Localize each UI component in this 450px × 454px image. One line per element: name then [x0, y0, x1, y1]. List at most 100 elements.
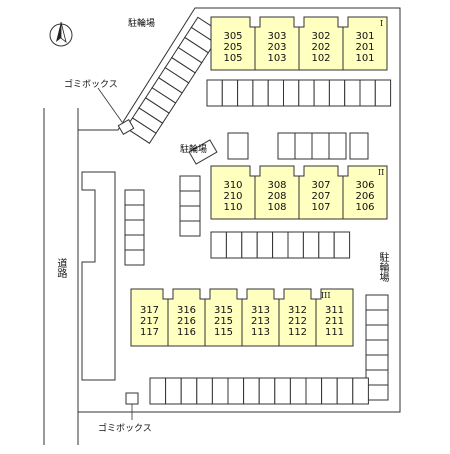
parking-space [302, 231, 320, 259]
parking-space [333, 231, 351, 259]
parking-space [210, 231, 227, 259]
road [43, 108, 79, 445]
parking-space [344, 79, 361, 107]
parking-space [241, 231, 258, 259]
parking-space [225, 231, 243, 259]
unit-number: 215 [213, 316, 234, 327]
unit-number: 312 [287, 305, 308, 316]
parking-space [149, 377, 167, 405]
unit-number: 115 [213, 327, 234, 338]
parking-space [227, 132, 249, 160]
unit-number: 202 [311, 42, 331, 53]
parking-space [336, 377, 354, 405]
parking-space [227, 377, 245, 405]
unit-number: 116 [176, 327, 197, 338]
unit-number: 103 [267, 53, 287, 64]
unit-number: 307 [311, 180, 331, 191]
parking-space [365, 384, 389, 401]
garbage-box-top-marker [117, 118, 135, 136]
unit-number: 212 [287, 316, 308, 327]
parking-space [283, 79, 300, 107]
unit-number: 111 [324, 327, 345, 338]
parking-space [196, 377, 213, 405]
garbage-box-bottom-label: ゴミボックス [98, 424, 152, 434]
unit-number: 303 [267, 31, 287, 42]
fence-block [81, 171, 116, 381]
unit-number: 216 [176, 316, 197, 327]
parking-space [287, 231, 304, 259]
bicycle-parking-right-label: 駐輪場 [377, 252, 388, 282]
unit-number: 205 [223, 42, 243, 53]
parking-space [349, 132, 369, 160]
parking-spaces [124, 79, 392, 405]
parking-space [311, 132, 330, 160]
parking-space [298, 79, 315, 107]
unit-number: 217 [139, 316, 160, 327]
unit-number: 113 [250, 327, 271, 338]
building-number: I [380, 19, 384, 28]
unit-number: 201 [355, 42, 375, 53]
parking-space [289, 377, 307, 405]
parking-space [374, 79, 392, 107]
parking-space [258, 377, 276, 405]
parking-space [365, 324, 389, 341]
parking-space [352, 377, 369, 405]
parking-space [179, 220, 201, 237]
parking-space [365, 369, 389, 386]
road-label: 道路 [55, 258, 66, 278]
unit-number: 112 [287, 327, 308, 338]
building-number: III [321, 291, 331, 300]
unit-number: 117 [139, 327, 160, 338]
unit-number: 306 [355, 180, 375, 191]
parking-space [359, 79, 376, 107]
north-arrow-icon [49, 21, 73, 47]
unit-number: 315 [213, 305, 234, 316]
parking-space [179, 175, 201, 192]
unit-number: 101 [355, 53, 375, 64]
parking-space [365, 339, 389, 356]
unit-number: 310 [223, 180, 243, 191]
parking-space [272, 231, 289, 259]
garbage-box-top-leader [97, 87, 123, 123]
garbage-box-bottom-marker [125, 392, 139, 405]
parking-space [305, 377, 323, 405]
unit-number: 316 [176, 305, 197, 316]
unit-number: 308 [267, 180, 287, 191]
parking-space [124, 249, 145, 266]
unit-number: 206 [355, 191, 375, 202]
parking-space [365, 294, 389, 311]
parking-space [252, 79, 269, 107]
unit-number: 302 [311, 31, 331, 42]
unit-number: 106 [355, 202, 375, 213]
parking-space [294, 132, 313, 160]
parking-space [206, 79, 223, 107]
unit-number: 107 [311, 202, 331, 213]
unit-number: 102 [311, 53, 331, 64]
parking-space [328, 132, 347, 160]
bicycle-parking-diagonal [125, 16, 223, 144]
parking-space [318, 231, 335, 259]
parking-space [180, 377, 198, 405]
unit-number: 203 [267, 42, 287, 53]
unit-number: 207 [311, 191, 331, 202]
parking-space [256, 231, 274, 259]
parking-space [124, 219, 145, 236]
garbage-box-top-label: ゴミボックス [64, 80, 118, 90]
unit-number: 301 [355, 31, 375, 42]
bicycle-rack-middle [188, 139, 218, 165]
unit-number: 108 [267, 202, 287, 213]
parking-space [321, 377, 338, 405]
parking-space [365, 354, 389, 371]
